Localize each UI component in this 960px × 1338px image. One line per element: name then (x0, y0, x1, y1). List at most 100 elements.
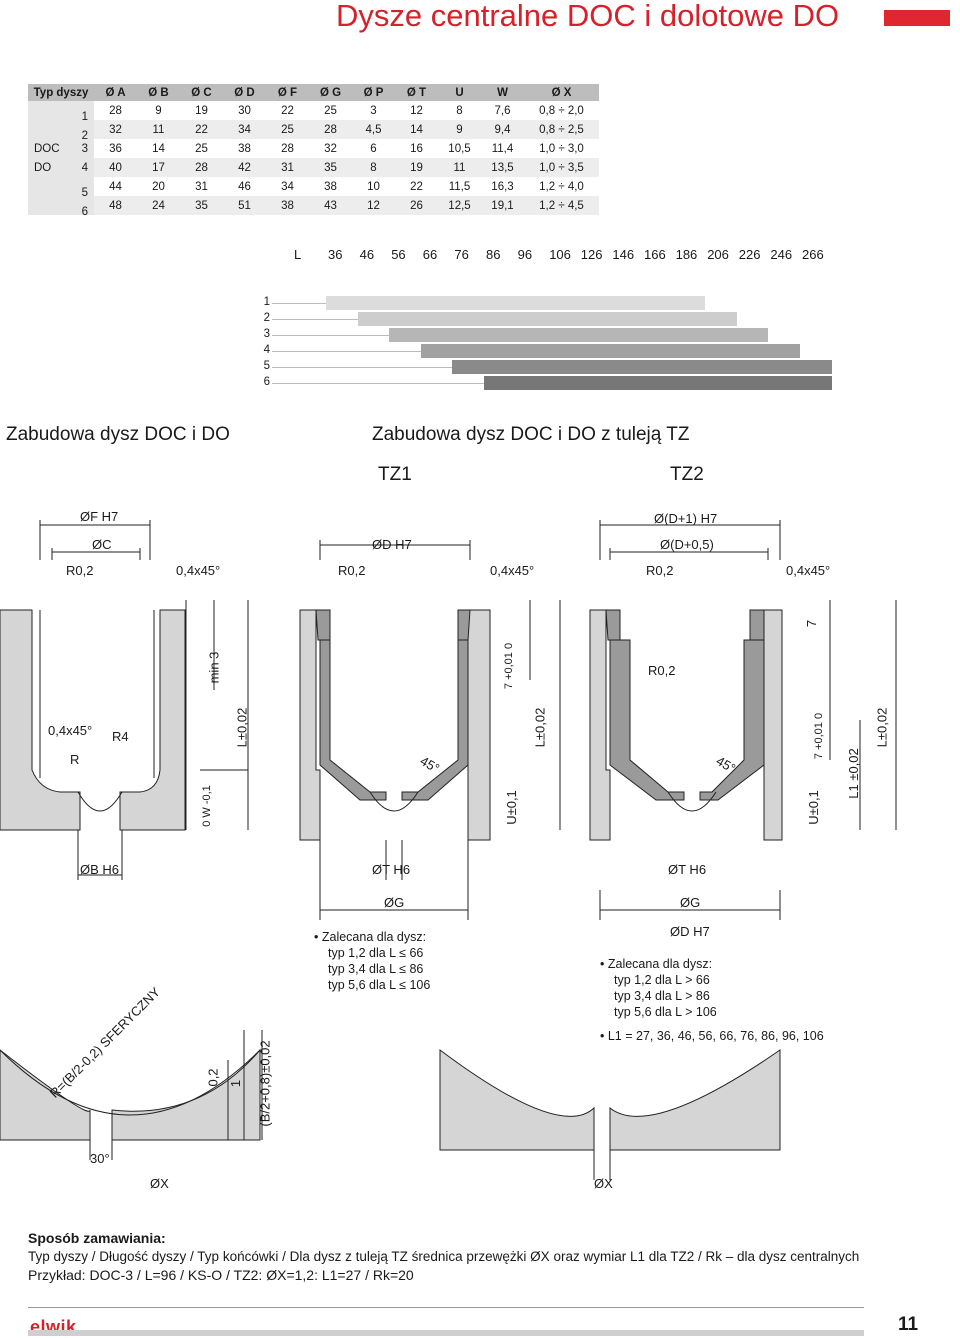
length-tick-label: 46 (359, 247, 375, 262)
length-range-bar (484, 376, 832, 390)
tz2-note-title: Zalecana dla dysz: (607, 957, 713, 971)
length-tick-label: 76 (454, 247, 469, 262)
table-cell: 25 (309, 101, 352, 120)
label-w: 0 W -0,1 (200, 785, 213, 827)
type-cell: 1 (28, 101, 94, 123)
length-row-guide (272, 303, 326, 304)
table-cell: 12,5 (438, 196, 481, 215)
table-cell: 38 (223, 139, 266, 158)
table-cell: 28 (266, 139, 309, 158)
label-c: ØC (92, 537, 112, 552)
table-cell: 22 (180, 120, 223, 139)
drawing-centre-seat (0, 1030, 263, 1160)
tz2-l1-values: L1 = 27, 36, 46, 56, 66, 76, 86, 96, 106 (607, 1029, 824, 1043)
label-min3: min 3 (206, 651, 222, 684)
tz2-note-line: typ 5,6 dla L > 106 (614, 1005, 717, 1019)
label-r4: R4 (112, 729, 129, 744)
type-number: 6 (81, 205, 88, 218)
label-chamfer-a: 0,4x45° (176, 563, 221, 578)
length-row-guide (272, 319, 358, 320)
table-cell: 0,8 ÷ 2,5 (524, 120, 599, 139)
length-tick-label: 86 (486, 247, 501, 262)
page-title: Dysze centralne DOC i dolotowe DO (336, 0, 840, 33)
length-tick-label: 166 (644, 247, 666, 262)
table-cell: 1,2 ÷ 4,5 (524, 196, 599, 215)
type-number: 4 (81, 161, 88, 174)
type-number: 2 (81, 129, 88, 142)
label-r: R (70, 752, 80, 767)
table-cell: 31 (266, 158, 309, 177)
table-cell: 35 (180, 196, 223, 215)
table-cell: 7,6 (481, 101, 524, 120)
ordering-example: Przykład: DOC-3 / L=96 / KS-O / TZ2: ØX=… (28, 1267, 414, 1283)
table-cell: 10,5 (438, 139, 481, 158)
example-label: Przykład: (28, 1267, 86, 1283)
length-row-label: 2 (263, 312, 270, 324)
table-cell: 25 (180, 139, 223, 158)
tz2-note-line: typ 1,2 dla L > 66 (614, 973, 710, 987)
table-cell: 14 (395, 120, 438, 139)
table-cell: 26 (395, 196, 438, 215)
label-chamfer-b: 0,4x45° (490, 563, 535, 578)
table-cell: 28 (180, 158, 223, 177)
drawing-tz2 (589, 520, 897, 920)
tz1-note-line: typ 1,2 dla L ≤ 66 (328, 946, 424, 960)
page-number: 11 (898, 1314, 919, 1335)
th-p: Ø P (352, 84, 395, 101)
table-cell: 3 (352, 101, 395, 120)
example-value: DOC-3 / L=96 / KS-O / TZ2: ØX=1,2: L1=27… (89, 1267, 414, 1283)
table-cell: 16 (395, 139, 438, 158)
tz1-label: TZ1 (378, 464, 412, 485)
length-range-bar (420, 344, 800, 358)
label-b-depth: (B/2+0,8)±0,02 (257, 1040, 273, 1127)
tz2-label: TZ2 (670, 464, 704, 485)
table-cell: 48 (94, 196, 137, 215)
length-range-bar (357, 312, 737, 326)
drawing-tz-seat (439, 1049, 781, 1180)
drawing-tz1 (299, 540, 561, 920)
table-cell: 19,1 (481, 196, 524, 215)
label-7-c: 7 (804, 619, 820, 628)
table-cell: 43 (309, 196, 352, 215)
table-cell: 28 (94, 101, 137, 120)
tz2-recommendation: • Zalecana dla dysz: typ 1,2 dla L > 66 … (600, 957, 824, 1043)
table-cell: 10 (352, 177, 395, 196)
table-cell: 36 (94, 139, 137, 158)
label-g-b: ØG (384, 895, 405, 910)
label-l1-c: L1 ±0,02 (845, 748, 861, 799)
th-w: W (481, 84, 524, 101)
length-row-guide (272, 367, 453, 368)
table-cell: 40 (94, 158, 137, 177)
length-tick-label: 246 (770, 247, 793, 262)
table-cell: 12 (352, 196, 395, 215)
table-cell: 28 (309, 120, 352, 139)
footer-bar (28, 1330, 864, 1336)
table-cell: 32 (94, 120, 137, 139)
length-label: L (294, 247, 302, 262)
length-row-label: 3 (263, 328, 270, 340)
table-cell: 20 (137, 177, 180, 196)
label-t-h6-b: ØT H6 (372, 862, 411, 877)
table-cell: 12 (395, 101, 438, 120)
label-t-h6-c: ØT H6 (668, 862, 707, 877)
table-cell: 46 (223, 177, 266, 196)
tz1-note-title: Zalecana dla dysz: (321, 930, 427, 944)
th-g: Ø G (309, 84, 352, 101)
label-1: 1 (228, 1079, 244, 1088)
tz1-note-line: typ 3,4 dla L ≤ 86 (328, 962, 424, 976)
table-cell: 11 (137, 120, 180, 139)
table-cell: 24 (137, 196, 180, 215)
table-cell: 19 (395, 158, 438, 177)
heading-left: Zabudowa dysz DOC i DO (6, 424, 230, 445)
label-l-c: L±0,02 (874, 707, 890, 748)
table-cell: 16,3 (481, 177, 524, 196)
table-cell: 38 (309, 177, 352, 196)
th-a: Ø A (94, 84, 137, 101)
